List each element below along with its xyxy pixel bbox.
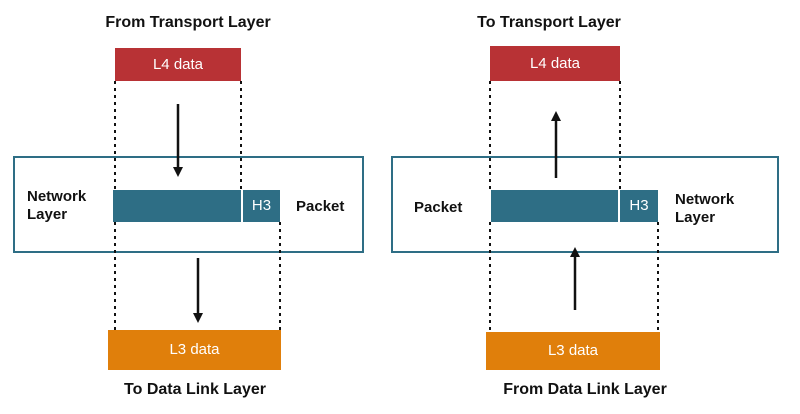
- left-bottom-caption: To Data Link Layer: [124, 381, 266, 398]
- left-l4-data-label: L4 data: [152, 56, 204, 73]
- left-network-layer-label: Network Layer: [27, 188, 86, 224]
- right-l3-data-label: L3 data: [547, 342, 599, 359]
- right-top-caption: To Transport Layer: [477, 14, 621, 31]
- right-h3-header-label: H3: [629, 197, 649, 214]
- right-bottom-caption: From Data Link Layer: [503, 381, 667, 398]
- left-network-layer-label-line2: Layer: [27, 206, 68, 223]
- left-network-layer-label-line1: Network: [27, 188, 87, 205]
- left-packet-label: Packet: [296, 198, 345, 215]
- right-network-layer-label-line1: Network: [675, 191, 735, 208]
- right-l4-data-label: L4 data: [529, 55, 581, 72]
- left-l3-data-label: L3 data: [169, 341, 220, 358]
- right-l3-data-block: [486, 332, 660, 370]
- left-h3-header-label: H3: [251, 197, 272, 214]
- left-l3-data-block: [108, 330, 281, 370]
- right-packet-block: [491, 190, 658, 222]
- right-l4-data-block: [490, 46, 620, 81]
- left-top-caption: From Transport Layer: [105, 14, 271, 31]
- right-packet-label: Packet: [414, 199, 463, 216]
- left-l4-data-block: [115, 48, 241, 81]
- right-network-layer-label-line2: Layer: [675, 209, 716, 226]
- right-network-layer-label: Network Layer: [675, 191, 734, 227]
- left-packet-block: [113, 190, 280, 222]
